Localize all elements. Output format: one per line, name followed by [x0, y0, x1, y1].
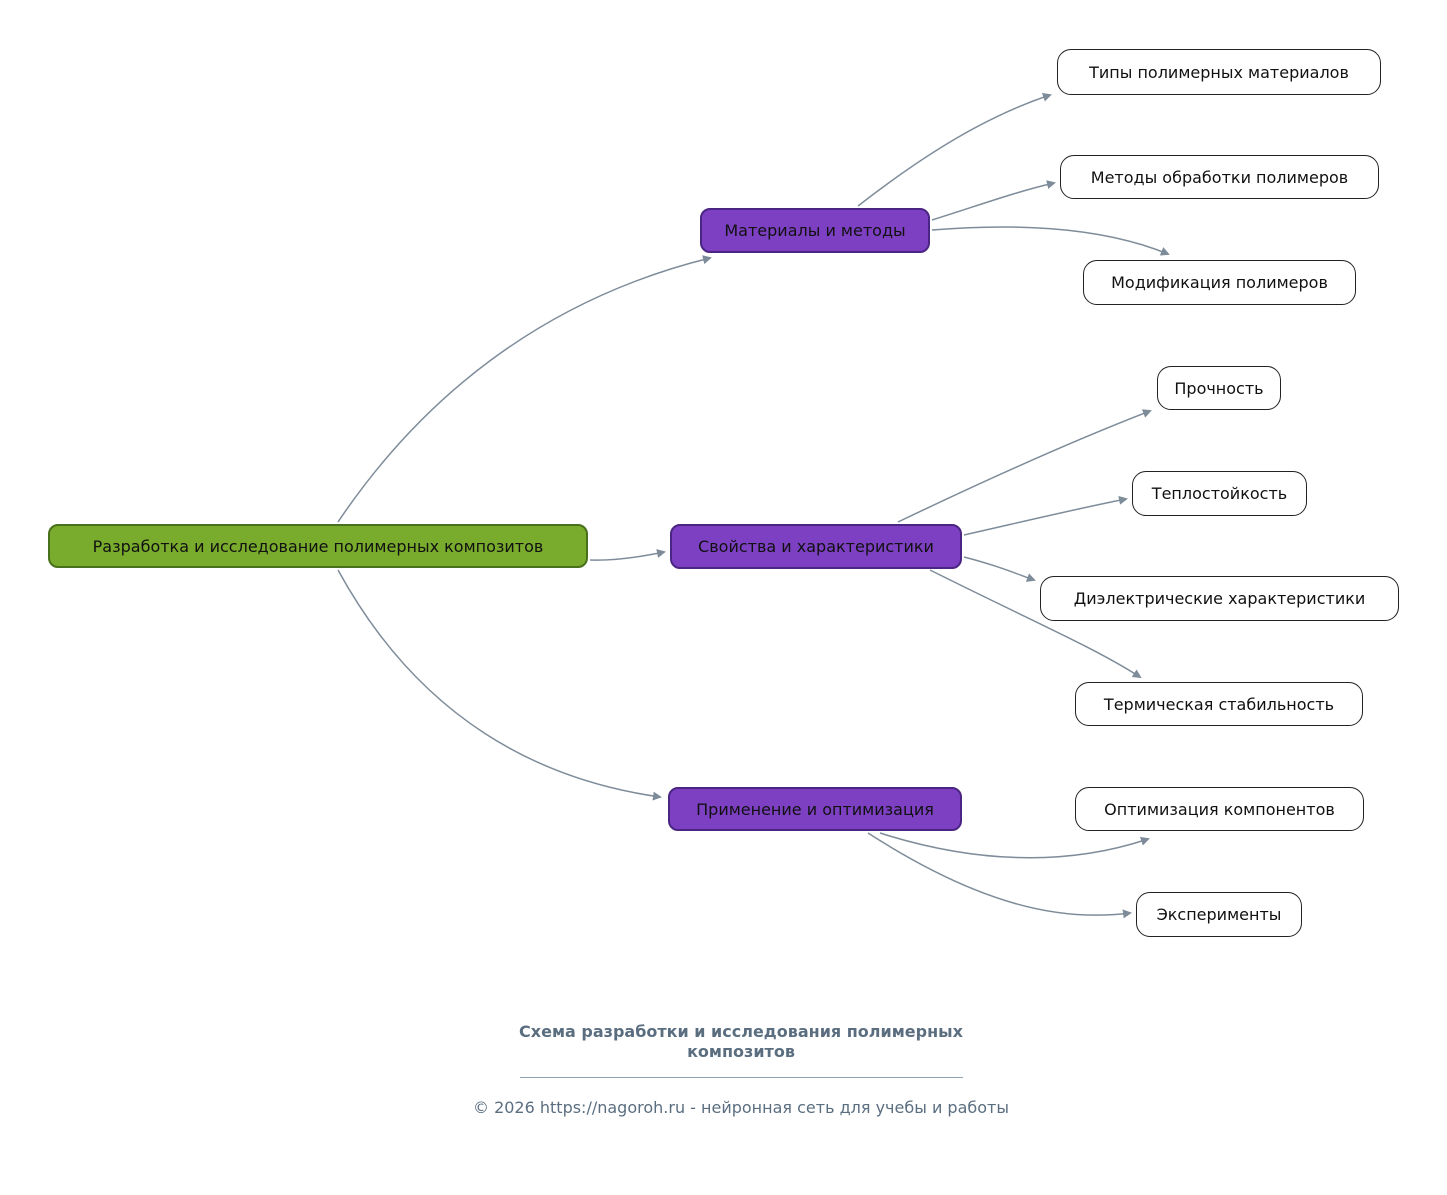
branch-label: Материалы и методы: [724, 221, 906, 240]
leaf-label: Методы обработки полимеров: [1090, 167, 1349, 187]
footer-title: Схема разработки и исследования полимерн…: [519, 1022, 963, 1061]
branch-materials-methods: Материалы и методы: [700, 208, 930, 253]
leaf-polymer-material-types: Типы полимерных материалов: [1057, 49, 1381, 95]
branch-label: Применение и оптимизация: [696, 799, 934, 819]
edge-materials-to-types: [857, 92, 1052, 207]
leaf-label: Эксперименты: [1156, 905, 1282, 924]
node-root-label: Разработка и исследование полимерных ком…: [92, 536, 544, 556]
branch-properties-characteristics: Свойства и характеристики: [670, 524, 962, 569]
leaf-component-optimization: Оптимизация компонентов: [1075, 787, 1364, 831]
footer-copyright: © 2026 https://nagoroh.ru - нейронная се…: [472, 1098, 1009, 1117]
leaf-thermal-stability: Термическая стабильность: [1075, 682, 1363, 726]
edge-application-to-component-optimization: [879, 832, 1150, 859]
edge-properties-to-heat-resistance: [963, 495, 1128, 536]
leaf-label: Типы полимерных материалов: [1089, 62, 1349, 82]
edge-root-to-application: [337, 569, 662, 801]
edge-root-to-materials: [337, 255, 712, 523]
leaf-heat-resistance: Теплостойкость: [1132, 471, 1307, 516]
edge-properties-to-dielectric: [963, 556, 1036, 582]
leaf-label: Модификация полимеров: [1111, 273, 1328, 292]
leaf-polymer-modification: Модификация полимеров: [1083, 260, 1356, 305]
leaf-dielectric-characteristics: Диэлектрические характеристики: [1040, 576, 1399, 621]
edge-root-to-properties: [589, 549, 666, 561]
edge-application-to-experiments: [867, 832, 1132, 919]
leaf-label: Термическая стабильность: [1103, 694, 1335, 714]
leaf-polymer-processing-methods: Методы обработки полимеров: [1060, 155, 1379, 199]
leaf-strength: Прочность: [1157, 366, 1281, 410]
leaf-label: Теплостойкость: [1151, 484, 1288, 503]
edge-properties-to-strength: [897, 409, 1152, 523]
node-root: Разработка и исследование полимерных ком…: [48, 524, 588, 568]
leaf-experiments: Эксперименты: [1136, 892, 1302, 937]
leaf-label: Оптимизация компонентов: [1104, 799, 1335, 819]
footer-divider: [520, 1077, 963, 1078]
leaf-label: Прочность: [1174, 378, 1264, 398]
branch-label: Свойства и характеристики: [698, 537, 934, 556]
edge-materials-to-modification: [931, 226, 1170, 256]
branch-application-optimization: Применение и оптимизация: [668, 787, 962, 831]
edge-materials-to-processing: [931, 180, 1056, 221]
leaf-label: Диэлектрические характеристики: [1073, 589, 1366, 608]
